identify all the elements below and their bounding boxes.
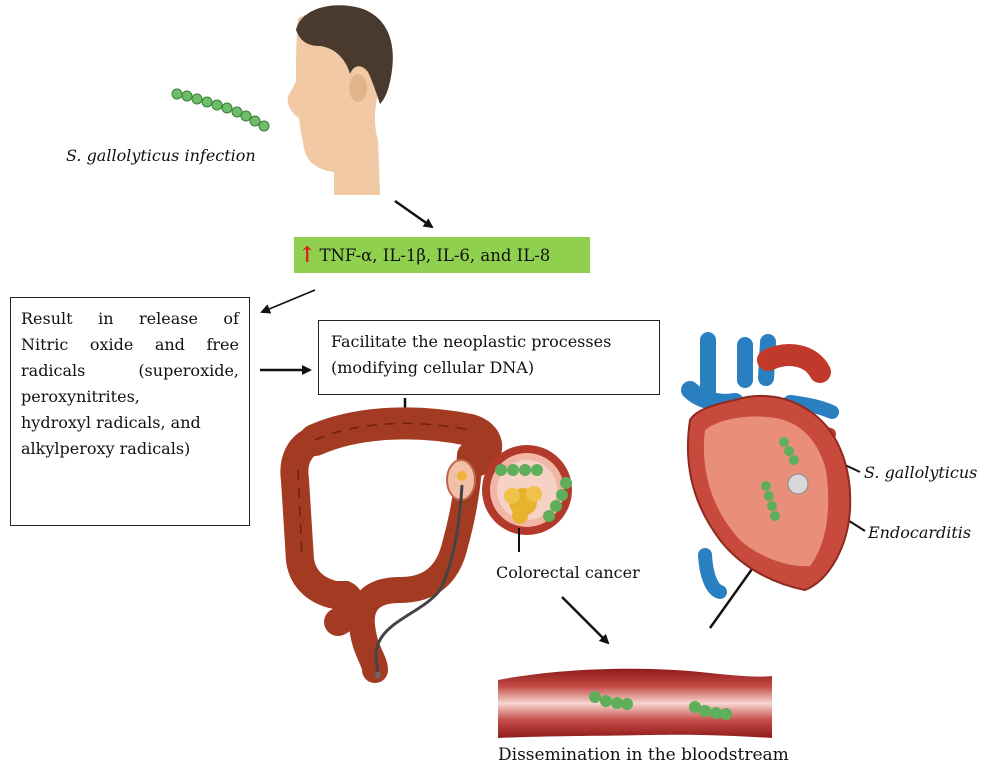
cytokines-label: TNF-α, IL-1β, IL-6, and IL-8 (319, 246, 550, 265)
release-box: Result in release of Nitric oxide and fr… (10, 297, 250, 526)
release-line-2: Nitric oxide and free (21, 332, 239, 358)
increase-arrow-icon: ↑ (298, 244, 316, 266)
infection-label: S. gallolyticus infection (66, 146, 256, 165)
release-line-1: Result in release of (21, 306, 239, 332)
release-line-4: peroxynitrites, (21, 384, 239, 410)
neoplastic-line-2: (modifying cellular DNA) (331, 355, 647, 381)
bloodstream-label: Dissemination in the bloodstream (498, 745, 789, 765)
arrow-cancer-to-bloodstream (562, 597, 608, 643)
cytokines-box: ↑ TNF-α, IL-1β, IL-6, and IL-8 (294, 237, 590, 273)
arrow-infection-to-cytokines (395, 201, 432, 227)
bacteria-chain-inhaled (172, 89, 269, 131)
release-line-5: hydroxyl radicals, and (21, 410, 239, 436)
colorectal-cancer-label: Colorectal cancer (496, 563, 640, 582)
endocarditis-label: Endocarditis (868, 523, 971, 542)
colon-cross-section (482, 445, 572, 552)
bacteria-label: S. gallolyticus (864, 463, 977, 482)
heart-illustration (688, 340, 850, 592)
arrow-cytokines-to-release (262, 290, 315, 312)
release-line-3: radicals (superoxide, (21, 358, 239, 384)
colon-illustration (294, 423, 486, 678)
blood-vessel-illustration (498, 669, 772, 738)
neoplastic-box: Facilitate the neoplastic processes (mod… (318, 320, 660, 395)
neoplastic-line-1: Facilitate the neoplastic processes (331, 329, 647, 355)
person-head-illustration (288, 5, 393, 195)
release-line-6: alkylperoxy radicals) (21, 436, 239, 462)
